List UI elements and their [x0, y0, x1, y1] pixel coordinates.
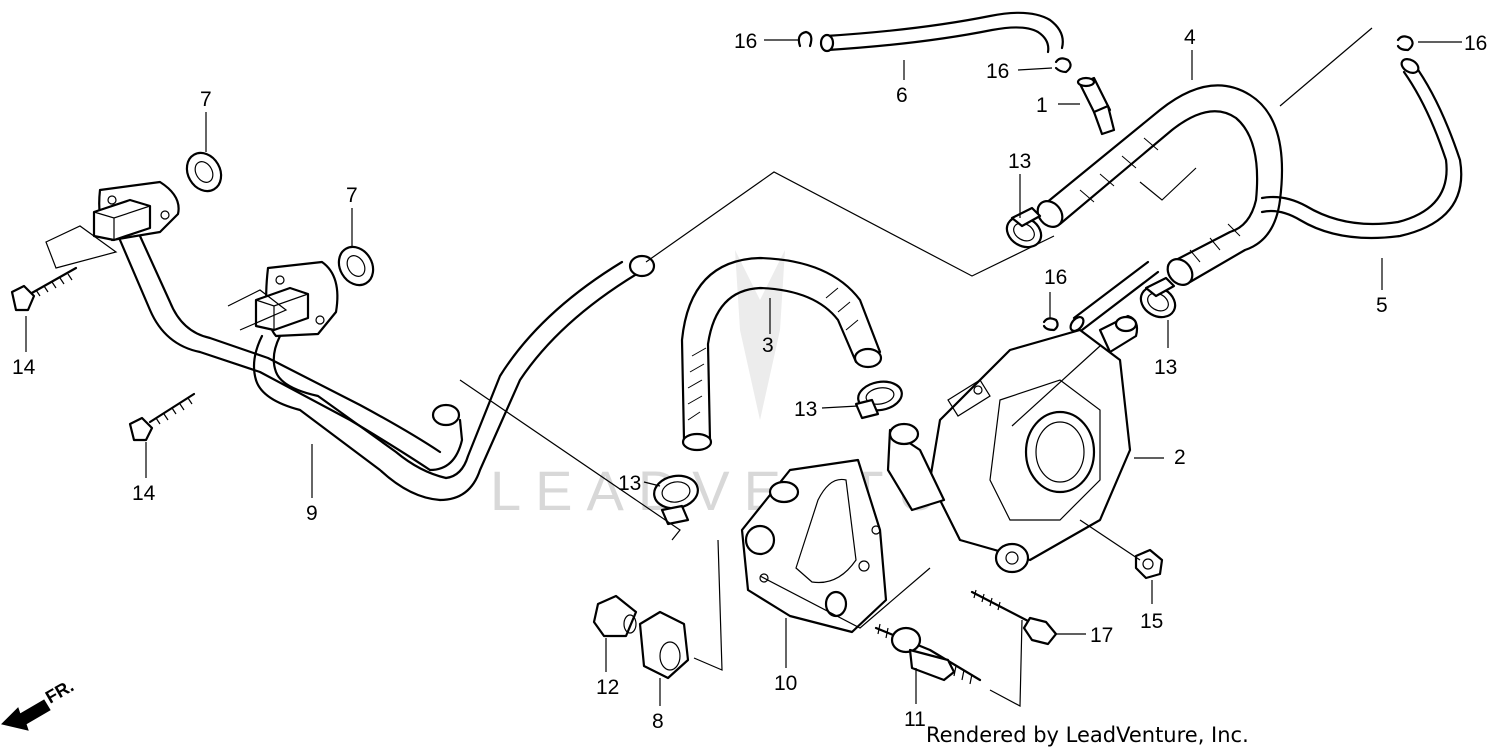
short-hose	[1069, 260, 1160, 333]
part-2-fuel-pump	[886, 314, 1139, 574]
callout-14-upper: 14	[12, 356, 36, 379]
callout-13-a: 13	[1008, 150, 1031, 173]
callout-5: 5	[1376, 294, 1388, 317]
part-13-clamp-a	[1005, 206, 1043, 249]
callout-4: 4	[1184, 26, 1196, 49]
part-16-clip-d	[1042, 317, 1059, 332]
callout-13-d: 13	[618, 472, 641, 495]
part-16-clip-c	[1396, 35, 1414, 52]
callout-7-lower: 7	[346, 184, 358, 207]
callout-9: 9	[306, 502, 318, 525]
callout-6: 6	[896, 84, 908, 107]
callout-17: 17	[1090, 624, 1113, 647]
callout-13-b: 13	[1154, 356, 1177, 379]
part-13-clamp-d	[653, 474, 699, 526]
part-12-collar	[592, 594, 638, 638]
part-14-bolt-lower	[128, 392, 196, 442]
part-9-fuel-pipe	[92, 180, 656, 502]
part-16-clip-a	[797, 30, 813, 48]
callout-2: 2	[1174, 446, 1186, 469]
callout-10: 10	[774, 672, 797, 695]
part-8-grommet	[638, 610, 690, 680]
front-label: FR.	[42, 676, 77, 708]
front-direction-indicator: FR.	[1, 676, 77, 731]
part-5-hose	[1260, 58, 1463, 240]
part-10-bracket	[740, 458, 888, 634]
part-7-grommet-upper	[185, 151, 223, 193]
credit-text: Rendered by LeadVenture, Inc.	[926, 723, 1249, 747]
callout-16-b: 16	[986, 60, 1009, 83]
callout-13-c: 13	[794, 398, 817, 421]
part-13-clamp-b	[1139, 276, 1177, 319]
callout-16-d: 16	[1044, 266, 1067, 289]
part-3-hose	[680, 256, 883, 452]
part-16-clip-b	[1054, 57, 1072, 74]
callout-labels: 1 2 3 4 5 6 7 7 8 9 10 11 12 13 13 13 13…	[12, 26, 1487, 733]
callout-14-lower: 14	[132, 482, 156, 505]
callout-16-a: 16	[734, 30, 757, 53]
part-17-bolt	[970, 589, 1058, 646]
callout-16-c: 16	[1464, 32, 1487, 55]
front-arrow-icon	[1, 699, 51, 731]
part-6-hose	[819, 11, 1064, 54]
callout-15: 15	[1140, 610, 1163, 633]
part-7-grommet-lower	[337, 245, 375, 287]
part-15-nut	[1134, 548, 1164, 580]
part-1-joint	[1076, 76, 1116, 136]
callout-11: 11	[904, 708, 926, 731]
part-14-bolt-upper	[10, 266, 78, 312]
callout-1: 1	[1036, 94, 1048, 117]
leader-lines	[25, 27, 1462, 707]
part-11-stud	[874, 623, 982, 685]
part-13-clamp-c	[854, 380, 903, 420]
part-4-hose	[1036, 84, 1284, 286]
callout-7-upper: 7	[200, 88, 212, 111]
callout-3: 3	[762, 334, 774, 357]
callout-8: 8	[652, 710, 664, 733]
callout-12: 12	[596, 676, 619, 699]
